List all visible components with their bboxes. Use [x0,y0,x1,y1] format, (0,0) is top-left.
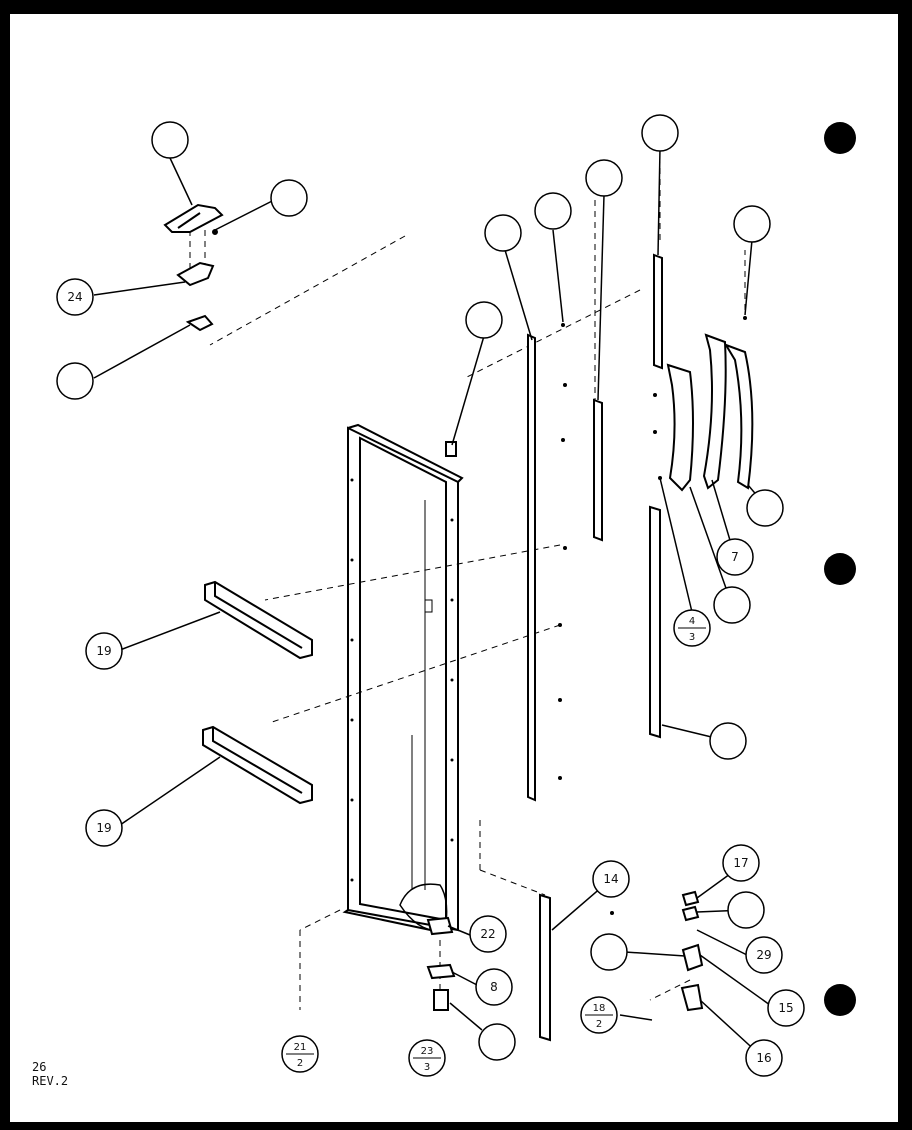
revision-label: REV.2 [32,1074,68,1088]
curved-trims [666,333,754,492]
callout-7: 7 [731,550,739,564]
assembly-leader-lines [189,120,746,1010]
lower-hinge-parts [426,890,704,1012]
callout-19-lower: 19 [96,821,111,835]
fraction-bars [286,627,706,1059]
shelf-bracket-lower [202,725,313,805]
fraction-21-bottom: 2 [297,1058,303,1069]
door-frame-screws [350,478,454,882]
clip-part [445,441,457,457]
fraction-18-top: 18 [593,1003,606,1014]
callout-24: 24 [67,290,82,304]
callout-16: 16 [756,1051,771,1065]
fraction-18-bottom: 2 [596,1019,602,1030]
callout-29: 29 [756,948,771,962]
fraction-callout-circles [281,609,711,1077]
punch-hole-middle [824,553,856,585]
upper-hinge-assembly [163,203,224,332]
fraction-23-top: 23 [421,1046,434,1057]
unlabeled-callouts [56,114,784,1061]
fraction-23-bottom: 3 [424,1062,430,1073]
callout-15: 15 [778,1001,793,1015]
fraction-4-top: 4 [689,616,695,627]
labeled-callout-circles [56,278,805,1077]
punch-hole-top [824,122,856,154]
shelf-bracket-upper [204,580,313,660]
callout-14: 14 [603,872,618,886]
punch-hole-bottom [824,984,856,1016]
fraction-21-top: 21 [294,1042,307,1053]
fraction-4-bottom: 3 [689,632,695,643]
callout-8: 8 [490,980,498,994]
door-frame [342,423,464,933]
callout-17: 17 [733,856,748,870]
callout-19-upper: 19 [96,644,111,658]
page-number: 26 [32,1060,46,1074]
fasteners [558,316,747,915]
vertical-strips [527,253,663,1042]
callout-22: 22 [480,927,495,941]
